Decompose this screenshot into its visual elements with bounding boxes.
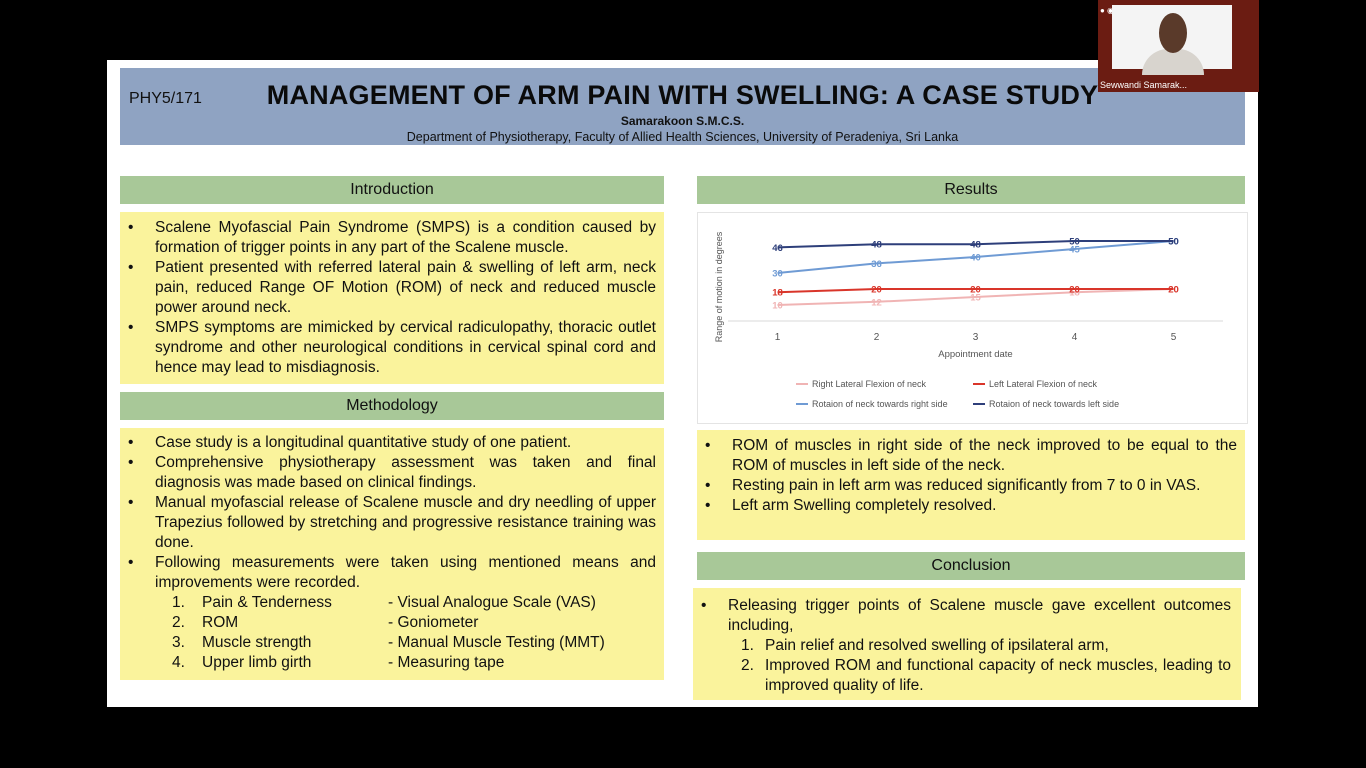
data-label: 15: [970, 293, 981, 304]
data-label: 30: [772, 269, 783, 280]
intro-bullet: Patient presented with referred lateral …: [120, 258, 656, 318]
intro-bullet: Scalene Myofascial Pain Syndrome (SMPS) …: [120, 218, 656, 258]
conclusion-heading: Conclusion: [697, 552, 1245, 580]
result-bullet: Left arm Swelling completely resolved.: [697, 496, 1237, 516]
participant-video: [1112, 5, 1232, 75]
participant-name: Sewwandi Samarak...: [1100, 80, 1188, 90]
measurement-num: 1.: [172, 594, 185, 611]
series-line: [777, 240, 1174, 249]
conclusion-item: 2. Improved ROM and functional capacity o…: [741, 656, 1231, 696]
poster-title: MANAGEMENT OF ARM PAIN WITH SWELLING: A …: [266, 80, 1099, 110]
measurement-num: 2.: [172, 614, 185, 631]
measurement-num: 3.: [172, 634, 185, 651]
results-heading: Results: [697, 176, 1245, 204]
data-label: 48: [871, 240, 882, 251]
measurement-name: Upper limb girth: [202, 654, 312, 671]
data-label: 36: [871, 259, 882, 270]
conclusion-item-num: 1.: [741, 637, 754, 654]
participant-body: [1142, 49, 1204, 75]
measurement-name: ROM: [202, 614, 239, 631]
conclusion-item-num: 2.: [741, 657, 754, 674]
data-label: 18: [772, 288, 783, 299]
method-bullet: Following measurements were taken using …: [120, 553, 656, 593]
data-label: 40: [970, 253, 981, 264]
data-label: 10: [772, 301, 783, 312]
data-label: 20: [970, 285, 981, 296]
poster-code: PHY5/171: [129, 90, 202, 107]
measurement-means: - Manual Muscle Testing (MMT): [388, 634, 605, 651]
intro-bullet: SMPS symptoms are mimicked by cervical r…: [120, 318, 656, 378]
methodology-heading: Methodology: [120, 392, 664, 420]
measurement-means: - Visual Analogue Scale (VAS): [388, 594, 596, 611]
introduction-heading: Introduction: [120, 176, 664, 204]
x-tick-label: 5: [1171, 332, 1177, 343]
data-label: 48: [970, 240, 981, 251]
conclusion-box: Releasing trigger points of Scalene musc…: [693, 588, 1241, 700]
measurement-means: - Goniometer: [388, 614, 479, 631]
x-tick-label: 1: [775, 332, 781, 343]
legend-entry: Rotaion of neck towards right side: [812, 399, 948, 409]
series-line: [777, 240, 1174, 274]
introduction-box: Scalene Myofascial Pain Syndrome (SMPS) …: [120, 212, 664, 384]
x-tick-label: 4: [1072, 332, 1078, 343]
measurement-means: - Measuring tape: [388, 654, 505, 671]
conclusion-list: 1. Pain relief and resolved swelling of i…: [741, 636, 1231, 696]
x-axis-label: Appointment date: [938, 349, 1012, 360]
poster-header: PHY5/171 MANAGEMENT OF ARM PAIN WITH SWE…: [120, 68, 1245, 145]
y-axis-label: Range of motion in degrees: [714, 231, 724, 342]
participant-video-tile[interactable]: ● ◉ ◎ Sewwandi Samarak...: [1098, 0, 1259, 92]
measurement-name: Muscle strength: [202, 634, 312, 651]
data-label: 20: [1069, 285, 1080, 296]
method-bullet: Case study is a longitudinal quantitativ…: [120, 433, 656, 453]
data-label: 50: [1168, 237, 1179, 248]
methodology-box: Case study is a longitudinal quantitativ…: [120, 428, 664, 680]
measurement-num: 4.: [172, 654, 185, 671]
series-line: [777, 288, 1174, 294]
data-label: 46: [772, 243, 783, 254]
data-label: 12: [871, 297, 882, 308]
method-bullet: Comprehensive physiotherapy assessment w…: [120, 453, 656, 493]
poster-department: Department of Physiotherapy, Faculty of …: [406, 130, 959, 144]
conclusion-item-text: Improved ROM and functional capacity of …: [765, 657, 1231, 694]
x-tick-label: 2: [874, 332, 880, 343]
video-status-icons: ● ◉ ◎: [1100, 6, 1123, 15]
poster-author: Samarakoon S.M.C.S.: [620, 114, 745, 128]
data-label: 20: [1168, 285, 1179, 296]
measurement-list: 1. Pain & Tenderness - Visual Analogue S…: [172, 593, 656, 673]
result-bullet: ROM of muscles in right side of the neck…: [697, 436, 1237, 476]
result-bullet: Resting pain in left arm was reduced sig…: [697, 476, 1237, 496]
poster-slide: PHY5/171 MANAGEMENT OF ARM PAIN WITH SWE…: [107, 60, 1258, 707]
legend-entry: Left Lateral Flexion of neck: [989, 379, 1098, 389]
results-box: ROM of muscles in right side of the neck…: [697, 430, 1245, 540]
participant-head: [1159, 13, 1187, 53]
conclusion-item-text: Pain relief and resolved swelling of ips…: [765, 637, 1109, 654]
data-label: 18: [1069, 288, 1080, 299]
legend-entry: Rotaion of neck towards left side: [989, 399, 1119, 409]
method-bullet: Manual myofascial release of Scalene mus…: [120, 493, 656, 553]
data-label: 45: [1069, 245, 1080, 256]
x-tick-label: 3: [973, 332, 979, 343]
series-line: [777, 288, 1174, 306]
conclusion-item: 1. Pain relief and resolved swelling of i…: [741, 636, 1231, 656]
data-label: 20: [871, 285, 882, 296]
measurement-name: Pain & Tenderness: [202, 594, 332, 611]
legend-entry: Right Lateral Flexion of neck: [812, 379, 927, 389]
data-label: 50: [1069, 237, 1080, 248]
conclusion-bullet: Releasing trigger points of Scalene musc…: [693, 596, 1231, 636]
